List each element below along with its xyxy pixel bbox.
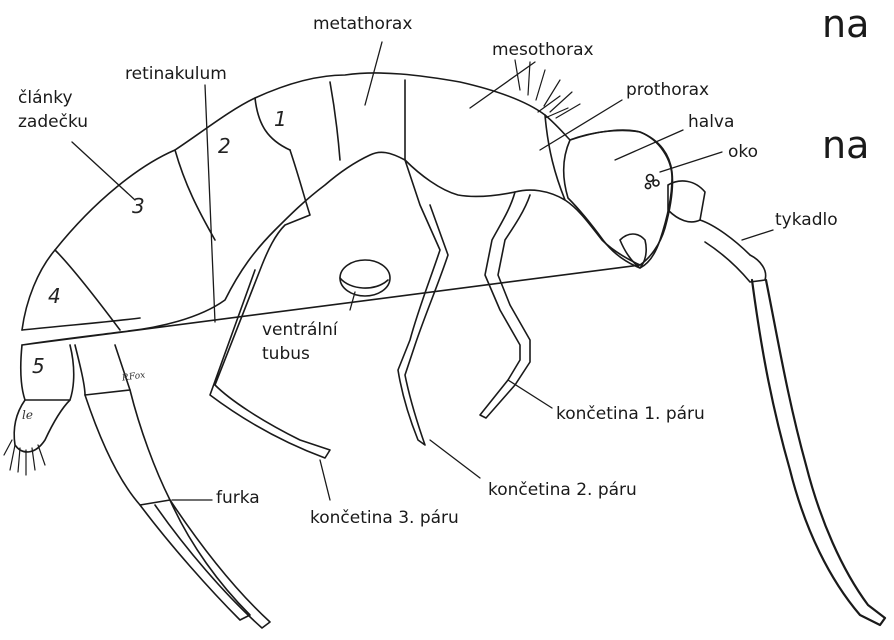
label-oko: oko bbox=[728, 142, 758, 162]
eye-spot bbox=[645, 183, 650, 188]
segment-number-1: 1 bbox=[274, 108, 287, 130]
label-ventralni-line2: tubus bbox=[262, 344, 310, 364]
segment-line bbox=[22, 318, 140, 330]
ventral-tube bbox=[340, 260, 390, 296]
segment-line bbox=[330, 82, 340, 160]
hair-bristles bbox=[4, 440, 45, 475]
label-mesothorax: mesothorax bbox=[492, 40, 594, 60]
label-tykadlo: tykadlo bbox=[775, 210, 838, 230]
label-koncetina-1: končetina 1. páru bbox=[556, 404, 705, 424]
segment-number-3: 3 bbox=[132, 195, 145, 217]
segment-line bbox=[55, 250, 120, 330]
furca-dens bbox=[155, 500, 270, 628]
antenna-base bbox=[668, 181, 705, 222]
label-retinakulum: retinakulum bbox=[125, 64, 227, 84]
side-text-bottom: na bbox=[822, 125, 869, 165]
label-prothorax: prothorax bbox=[626, 80, 709, 100]
label-ventralni-line1: ventrální bbox=[262, 320, 338, 340]
ventral-tube-base bbox=[340, 278, 388, 288]
label-metathorax: metathorax bbox=[313, 14, 412, 34]
label-clanky-line1: články bbox=[18, 88, 73, 108]
leader-lines bbox=[72, 42, 773, 500]
label-koncetina-3: končetina 3. páru bbox=[310, 508, 459, 528]
antenna-segment bbox=[700, 220, 766, 282]
abdomen-tip bbox=[21, 345, 74, 400]
segment-line bbox=[545, 115, 565, 200]
leg-2 bbox=[398, 160, 448, 445]
segment-number-5: 5 bbox=[32, 355, 45, 377]
artist-mark-le: le bbox=[22, 410, 33, 420]
eye-spot bbox=[647, 175, 654, 182]
furca-manubrium bbox=[85, 390, 170, 505]
antenna-flagellum bbox=[752, 280, 885, 625]
furca-dens bbox=[140, 500, 250, 620]
eye-spot bbox=[653, 180, 659, 186]
side-text-top: na bbox=[822, 4, 869, 44]
label-koncetina-2: končetina 2. páru bbox=[488, 480, 637, 500]
leg-1 bbox=[480, 192, 530, 418]
label-halva: halva bbox=[688, 112, 734, 132]
segment-number-4: 4 bbox=[48, 285, 61, 307]
segment-number-2: 2 bbox=[218, 135, 231, 157]
furca-base bbox=[75, 345, 130, 395]
label-furka: furka bbox=[216, 488, 260, 508]
label-clanky-line2: zadečku bbox=[18, 112, 88, 132]
